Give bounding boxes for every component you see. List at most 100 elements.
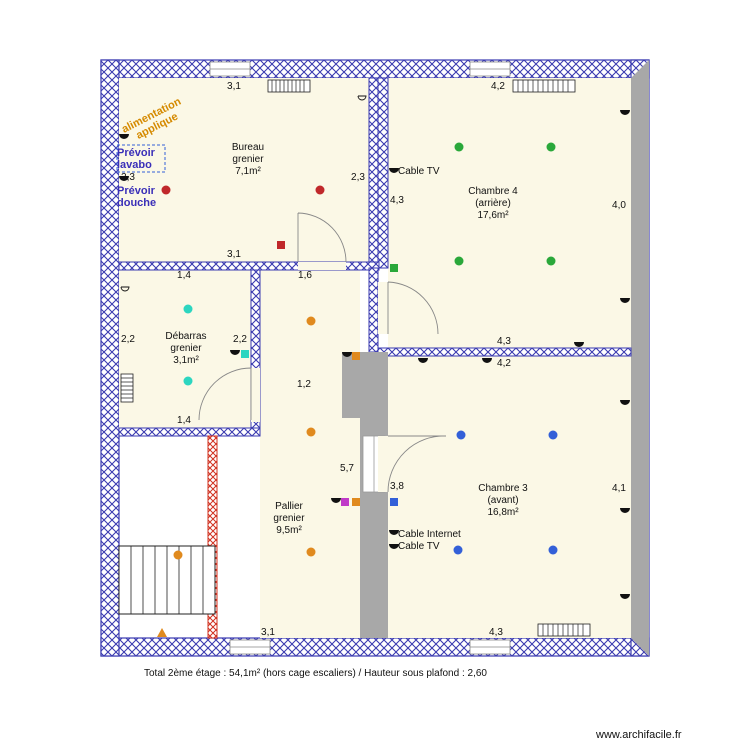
room-chambre3-sub: (avant)	[487, 495, 518, 506]
watermark: www.archifacile.fr	[595, 729, 682, 741]
doors	[198, 212, 447, 493]
dim-label: 2,3	[351, 172, 365, 183]
dimension-labels: 3,1 4,2 2,3 2,3 4,3 4,0 3,1 1,4 1,6 4,3 …	[121, 81, 626, 638]
outlet-icon	[389, 168, 399, 173]
switch-icon	[277, 241, 285, 249]
room-debarras-area: 3,1m²	[173, 355, 199, 366]
room-debarras-name: Débarras	[165, 331, 206, 342]
wall-lights	[120, 95, 367, 292]
light-icon	[453, 545, 463, 555]
dim-label: 4,3	[497, 336, 511, 347]
roof-slope-right	[631, 60, 649, 656]
outlet-icon	[620, 508, 630, 513]
radiators	[120, 79, 591, 637]
light-icon	[306, 427, 316, 437]
outlet-icon	[620, 110, 630, 115]
outlets	[119, 110, 630, 599]
outlet-icon	[389, 530, 399, 535]
dim-label: 4,2	[491, 81, 505, 92]
windows	[209, 61, 511, 655]
prevoir-douche-line1: Prévoir	[117, 185, 156, 197]
room-pallier-area: 9,5m²	[276, 525, 302, 536]
cable-internet-label: Cable Internet	[398, 529, 461, 540]
dim-label: 3,1	[261, 627, 275, 638]
dim-label: 4,3	[390, 195, 404, 206]
prevoir-lavabo-line2: lavabo	[117, 159, 152, 171]
room-chambre4-area: 17,6m²	[477, 210, 509, 221]
dim-label: 3,8	[390, 481, 404, 492]
outlet-icon	[620, 400, 630, 405]
room-floors	[119, 78, 631, 638]
dim-label: 1,6	[298, 270, 312, 281]
dim-label: 3,1	[227, 249, 241, 260]
dim-label: 1,4	[177, 270, 191, 281]
room-bureau-name: Bureau	[232, 142, 264, 153]
cable-tv-ch3-label: Cable TV	[398, 541, 440, 552]
outlet-icon	[342, 352, 352, 357]
room-chambre3-name: Chambre 3	[478, 483, 528, 494]
room-chambre3-area: 16,8m²	[487, 507, 519, 518]
socket-icon	[161, 185, 171, 195]
outlet-icon	[389, 544, 399, 549]
switch-icon	[341, 498, 349, 506]
staircase	[118, 545, 216, 615]
dim-label: 5,7	[340, 463, 354, 474]
switch-icon	[390, 264, 398, 272]
light-icon	[454, 142, 464, 152]
switch-icon	[352, 352, 360, 360]
light-icon	[546, 256, 556, 266]
light-icon	[454, 256, 464, 266]
dim-label: 2,2	[233, 334, 247, 345]
room-debarras-sub: grenier	[170, 343, 202, 354]
switch-icon	[352, 498, 360, 506]
prevoir-lavabo-line1: Prévoir	[117, 147, 156, 159]
dim-label: 4,0	[612, 200, 626, 211]
dim-label: 3,1	[227, 81, 241, 92]
light-icon	[548, 430, 558, 440]
room-bureau-area: 7,1m²	[235, 166, 261, 177]
outlet-icon	[331, 498, 341, 503]
warning-icon	[157, 628, 167, 637]
light-icon	[546, 142, 556, 152]
light-icon	[183, 376, 193, 386]
lavabo-box	[116, 144, 166, 173]
light-icon	[306, 316, 316, 326]
light-icon	[548, 545, 558, 555]
dim-label: 4,1	[612, 483, 626, 494]
dim-label: 2,3	[121, 172, 135, 183]
dim-label: 1,4	[177, 415, 191, 426]
switches	[241, 241, 398, 506]
outlet-icon	[620, 594, 630, 599]
dim-label: 2,2	[121, 334, 135, 345]
room-pallier-name: Pallier	[275, 501, 303, 512]
outlet-icon	[230, 350, 240, 355]
wall-light-icon	[357, 95, 367, 101]
outlet-icon	[119, 176, 129, 181]
light-icon	[456, 430, 466, 440]
fixtures	[161, 142, 558, 560]
light-icon	[173, 550, 183, 560]
interior-walls	[118, 77, 632, 639]
outlet-icon	[482, 358, 492, 363]
light-icon	[306, 547, 316, 557]
dim-label: 4,2	[497, 358, 511, 369]
room-bureau-sub: grenier	[232, 154, 264, 165]
outlet-icon	[418, 358, 428, 363]
dim-label: 1,2	[297, 379, 311, 390]
room-chambre4-name: Chambre 4	[468, 186, 518, 197]
room-pallier-sub: grenier	[273, 513, 305, 524]
socket-icon	[315, 185, 325, 195]
switch-icon	[390, 498, 398, 506]
wall-light-icon	[120, 286, 130, 292]
cable-tv-ch4-label: Cable TV	[398, 166, 440, 177]
total-summary: Total 2ème étage : 54,1m² (hors cage esc…	[144, 668, 487, 679]
switch-icon	[241, 350, 249, 358]
dim-label: 4,3	[489, 627, 503, 638]
outlet-icon	[119, 134, 129, 139]
light-icon	[183, 304, 193, 314]
room-chambre4-sub: (arrière)	[475, 198, 511, 209]
prevoir-douche-line2: douche	[117, 197, 156, 209]
outlet-icon	[620, 298, 630, 303]
